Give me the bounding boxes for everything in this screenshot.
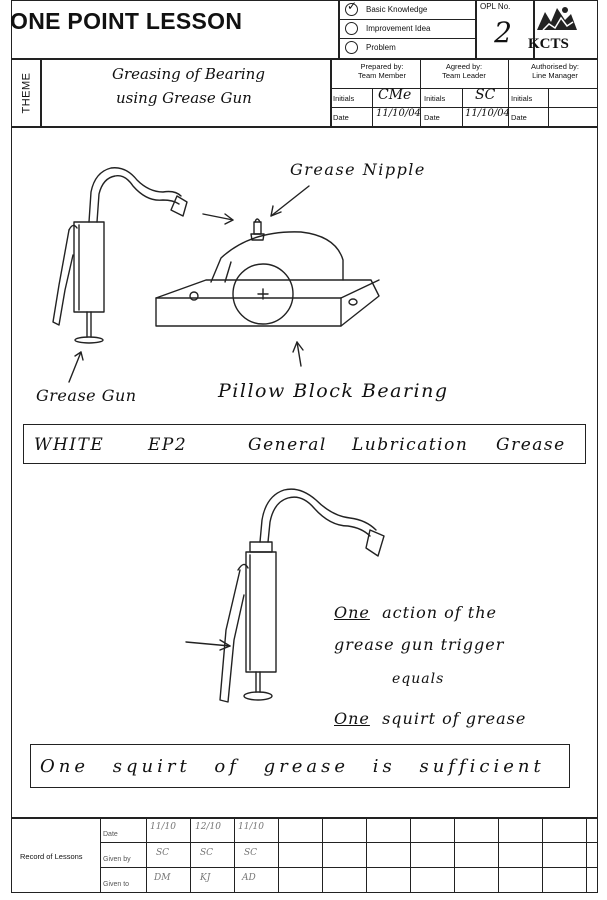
record-column-divider (366, 817, 367, 893)
date-label: Date (424, 113, 440, 122)
record-row-given-by: Given by (103, 856, 131, 863)
record-column-divider (234, 817, 235, 893)
record-label: Record of Lessons (20, 852, 83, 861)
agreed-initials: SC (475, 87, 496, 103)
prepared-initials: CMe (378, 87, 412, 103)
banner-word-ep2: EP2 (148, 435, 188, 455)
record-column-divider (498, 817, 499, 893)
record-entry: DM (154, 873, 171, 883)
trigger-note-line2: grease gun trigger (334, 635, 505, 654)
banner-word-general: General (248, 435, 327, 455)
prepared-heading: Prepared by:Team Member (358, 62, 406, 80)
record-entry: 11/10 (238, 822, 264, 832)
grease-gun-icon (185, 488, 385, 703)
banner-word-grease: Grease (496, 435, 566, 455)
record-entry: KJ (200, 873, 211, 883)
grease-gun-icon (52, 167, 188, 344)
prepared-date: 11/10/04 (376, 108, 421, 119)
date-label: Date (511, 113, 527, 122)
record-row-given-to: Given to (103, 881, 130, 888)
banner-word-white: WHITE (34, 435, 105, 455)
circle-icon (345, 22, 358, 35)
agreed-heading: Agreed by:Team Leader (442, 62, 486, 80)
category-problem[interactable]: Problem (339, 38, 474, 57)
sufficient-banner (30, 744, 570, 788)
checked-circle-icon (345, 0, 358, 16)
record-column-divider (542, 817, 543, 893)
kcts-logo-icon (537, 7, 577, 31)
record-column-divider (586, 817, 587, 893)
theme-label: THEME (20, 72, 32, 114)
trigger-note: One action of the (334, 603, 497, 622)
authorised-heading: Authorised by:Line Manager (531, 62, 579, 80)
initials-label: Initials (333, 94, 355, 103)
record-column-divider (190, 817, 191, 893)
initials-label: Initials (424, 94, 446, 103)
trigger-note-line3: equals (392, 671, 445, 687)
opl-label: OPL No. (480, 2, 511, 11)
record-column-divider (410, 817, 411, 893)
grease-type-banner (23, 424, 586, 464)
record-entry: SC (156, 848, 170, 858)
trigger-note-line4: One squirt of grease (334, 709, 527, 728)
grease-gun-label: Grease Gun (36, 386, 137, 405)
record-entry: 12/10 (195, 822, 221, 832)
lesson-sheet (11, 0, 598, 893)
banner-word-lubrication: Lubrication (352, 435, 469, 455)
bearing-label: Pillow Block Bearing (218, 380, 449, 402)
record-column-divider (322, 817, 323, 893)
circle-icon (345, 41, 358, 54)
diagram-grease-gun-and-bearing (52, 167, 380, 383)
initials-label: Initials (511, 94, 533, 103)
category-basic-knowledge[interactable]: Basic Knowledge (339, 0, 474, 19)
record-row-date: Date (103, 831, 118, 838)
page-title: ONE POINT LESSON (10, 8, 243, 34)
record-entry: SC (244, 848, 258, 858)
category-improvement-idea[interactable]: Improvement Idea (339, 19, 474, 38)
opl-number: 2 (494, 16, 512, 49)
grease-nipple-label: Grease Nipple (290, 160, 426, 179)
pillow-block-bearing-icon (155, 218, 380, 327)
record-column-divider (454, 817, 455, 893)
record-column-divider (278, 817, 279, 893)
record-entry: SC (200, 848, 214, 858)
agreed-date: 11/10/04 (465, 108, 510, 119)
date-label: Date (333, 113, 349, 122)
brand-name: KCTS (528, 36, 569, 52)
record-entry: AD (242, 873, 256, 883)
theme-text: Greasing of Bearing using Grease Gun (112, 65, 265, 107)
diagram-grease-gun-trigger (185, 488, 385, 703)
record-entry: 11/10 (150, 822, 176, 832)
sufficient-banner-text: One squirt of grease is sufficient (40, 756, 545, 777)
